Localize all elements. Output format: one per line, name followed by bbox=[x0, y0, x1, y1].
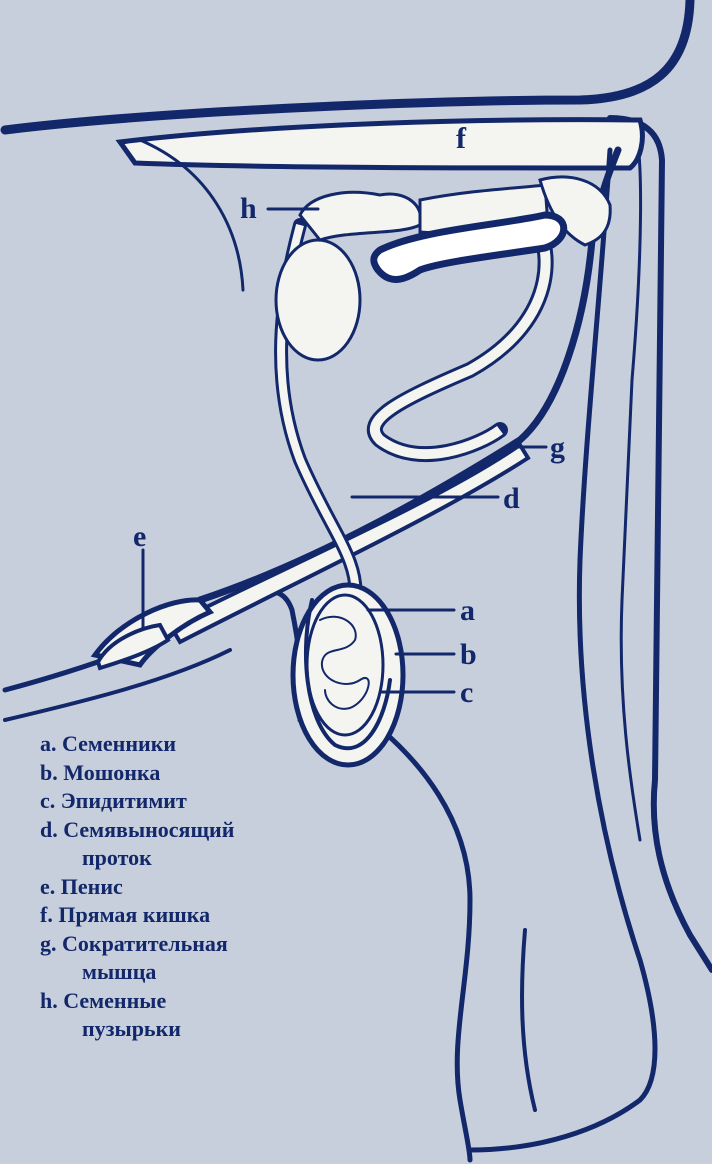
legend-key: d. bbox=[40, 817, 58, 842]
hind-leg-front bbox=[370, 720, 470, 1160]
legend-text: Мошонка bbox=[63, 760, 160, 785]
legend-key: f. bbox=[40, 902, 53, 927]
legend-text: Семенники bbox=[62, 731, 176, 756]
rectum bbox=[120, 120, 642, 168]
legend-key: b. bbox=[40, 760, 58, 785]
legend-item-c: c. Эпидитимит bbox=[40, 787, 234, 816]
label-e: e bbox=[133, 520, 146, 553]
legend-item-b: b. Мошонка bbox=[40, 759, 234, 788]
legend-text: Прямая кишка bbox=[58, 902, 210, 927]
legend: a. Семенники b. Мошонка c. Эпидитимит d.… bbox=[40, 730, 234, 1044]
label-b: b bbox=[460, 638, 477, 671]
legend-item-d: d. Семявыносящий bbox=[40, 816, 234, 845]
legend-item-g-cont: мышца bbox=[40, 958, 234, 987]
legend-item-e: e. Пенис bbox=[40, 873, 234, 902]
legend-text: Семенные bbox=[63, 988, 166, 1013]
legend-item-a: a. Семенники bbox=[40, 730, 234, 759]
legend-item-f: f. Прямая кишка bbox=[40, 901, 234, 930]
legend-item-d-cont: проток bbox=[40, 844, 234, 873]
legend-key: c. bbox=[40, 788, 55, 813]
label-g: g bbox=[550, 431, 565, 464]
label-f: f bbox=[456, 122, 467, 155]
label-h: h bbox=[240, 192, 257, 225]
legend-key: h. bbox=[40, 988, 58, 1013]
legend-item-h-cont: пузырьки bbox=[40, 1015, 234, 1044]
label-c: c bbox=[460, 676, 473, 709]
seminal-vesicles bbox=[300, 192, 421, 240]
body-outline bbox=[5, 0, 690, 130]
leg-inner-line bbox=[522, 930, 535, 1110]
legend-text: Пенис bbox=[61, 874, 123, 899]
testis bbox=[307, 595, 383, 735]
tail-inner bbox=[621, 126, 640, 840]
legend-item-h: h. Семенные bbox=[40, 987, 234, 1016]
legend-text: Сократительная bbox=[62, 931, 228, 956]
legend-item-g: g. Сократительная bbox=[40, 930, 234, 959]
label-d: d bbox=[503, 482, 520, 515]
legend-key: e. bbox=[40, 874, 55, 899]
legend-text: Семявыносящий bbox=[63, 817, 234, 842]
label-a: a bbox=[460, 594, 475, 627]
hind-leg-outline bbox=[470, 150, 655, 1150]
legend-key: g. bbox=[40, 931, 57, 956]
legend-key: a. bbox=[40, 731, 57, 756]
legend-text: Эпидитимит bbox=[61, 788, 187, 813]
bladder bbox=[276, 240, 360, 360]
